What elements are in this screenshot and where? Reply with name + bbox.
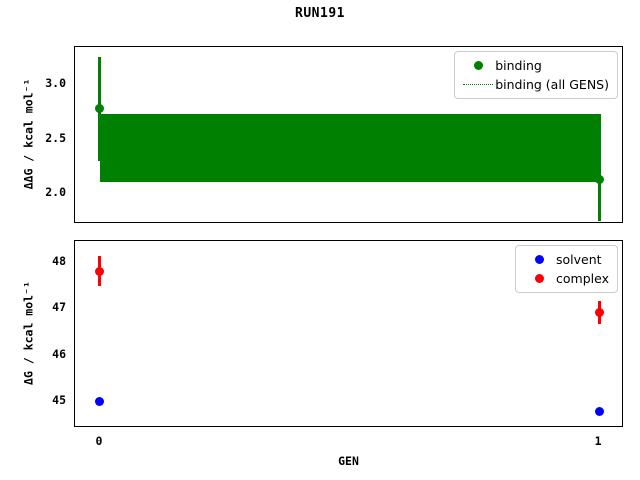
legend-entry[interactable]: binding [461,56,609,75]
top-legend: binding binding (all GENS) [454,51,618,99]
legend-label: solvent [556,252,602,267]
top-ylabel: ΔΔG / kcal mol⁻¹ [21,78,35,189]
y-tick-label: 2.5 [45,130,66,145]
figure-title: RUN191 [295,6,345,21]
data-point-solvent[interactable] [95,397,105,407]
y-tick-label: 48 [52,253,66,268]
dotted-line-icon [463,84,494,85]
x-tick-mark [99,426,101,427]
x-tick-mark [99,222,101,223]
data-point-complex[interactable] [95,267,105,277]
bottom-ylabel: ΔG / kcal mol⁻¹ [21,280,35,385]
legend-entry[interactable]: complex [522,269,609,288]
y-tick-label: 2.0 [45,185,66,200]
data-point-complex[interactable] [594,307,604,317]
y-tick-mark [74,354,75,356]
data-point-binding[interactable] [594,174,604,184]
legend-marker-key [461,61,495,70]
y-tick-label: 47 [52,300,66,315]
y-tick-mark [74,193,75,195]
legend-entry[interactable]: binding (all GENS) [461,75,609,94]
legend-marker-key [522,255,556,264]
x-tick-label: 1 [594,434,602,448]
x-tick-label: 0 [95,434,103,448]
x-tick-mark [598,222,600,223]
circle-marker-icon [534,255,544,264]
x-axis-label: GEN [338,454,359,468]
y-tick-label: 3.0 [45,76,66,91]
legend-label: binding (all GENS) [495,77,609,92]
legend-marker-key [522,274,556,283]
y-tick-label: 46 [52,346,66,361]
y-tick-label: 45 [52,393,66,408]
circle-marker-icon [473,61,483,70]
y-tick-mark [74,138,75,140]
legend-line-key [461,84,495,85]
top-axes-ddg: binding binding (all GENS) [74,46,623,223]
circle-marker-icon [534,274,544,283]
x-tick-mark [598,426,600,427]
data-point-solvent[interactable] [594,406,604,416]
bottom-axes-dg: solvent complex [74,240,623,427]
y-tick-mark [74,307,75,309]
binding-all-gens-band [99,113,600,183]
legend-label: complex [556,271,609,286]
data-point-binding[interactable] [95,103,105,113]
y-tick-mark [74,83,75,85]
legend-entry[interactable]: solvent [522,250,609,269]
y-tick-mark [74,400,75,402]
legend-label: binding [495,58,542,73]
error-bar [597,113,601,221]
y-tick-mark [74,261,75,263]
bottom-legend: solvent complex [515,245,618,293]
